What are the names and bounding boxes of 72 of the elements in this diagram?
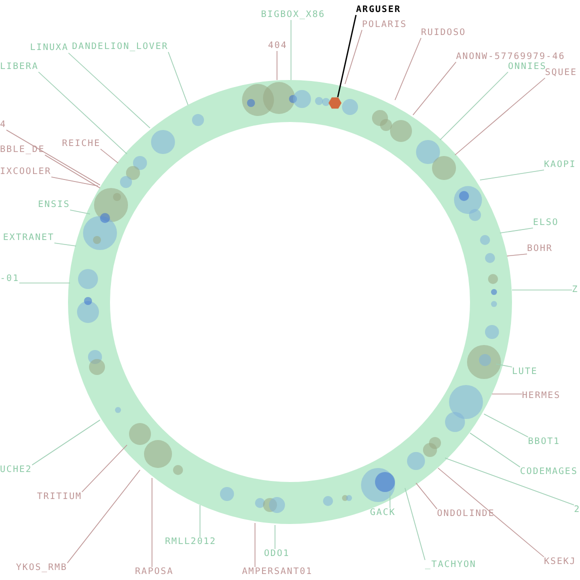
leader-line	[66, 470, 140, 564]
leader-line	[276, 50, 278, 80]
user-label: ONDOLINDE	[437, 509, 495, 519]
leader-line	[470, 432, 520, 468]
user-label: BBOT1	[528, 437, 560, 447]
leader-line	[54, 242, 76, 246]
user-label: ELSO	[533, 218, 559, 228]
user-label: HERMES	[522, 391, 561, 401]
user-label: DANDELION_LOVER	[72, 42, 168, 52]
leader-line	[454, 78, 546, 156]
leader-line	[254, 522, 256, 568]
user-label: GACK	[370, 508, 396, 518]
user-label: RUIDOSO	[421, 28, 466, 38]
leader-line	[484, 414, 528, 438]
leader-line	[438, 468, 544, 558]
leader-line	[394, 38, 422, 100]
user-label: KAOPI	[544, 160, 576, 170]
user-label: AMPERSANT01	[242, 567, 313, 577]
user-label: Z	[572, 285, 578, 295]
user-label: ODO1	[264, 549, 290, 559]
leader-line	[100, 148, 118, 164]
user-label: ENSIS	[38, 200, 70, 210]
leader-line	[496, 364, 512, 368]
leader-line	[18, 282, 70, 284]
user-label: LIBERA	[0, 62, 39, 72]
leader-line	[440, 72, 508, 140]
leader-line	[274, 524, 276, 550]
leader-line	[416, 482, 438, 510]
leader-line	[290, 20, 292, 80]
leader-line	[50, 176, 98, 186]
user-label: ANONW-57769979-46	[456, 52, 566, 62]
user-label: RAPOSA	[135, 567, 174, 577]
user-label: REICHE	[62, 139, 101, 149]
user-label: BOHR	[527, 244, 553, 254]
user-label: IXCOOLER	[0, 167, 52, 177]
user-label: RMLL2012	[165, 537, 216, 547]
leader-line	[404, 488, 426, 560]
user-label: YKOS_RMB	[16, 563, 68, 573]
leader-line	[337, 14, 357, 98]
user-label: CODEMAGES	[520, 467, 578, 477]
user-label: -01	[0, 274, 20, 284]
leader-line	[6, 130, 100, 186]
leader-line	[500, 228, 534, 234]
user-label: UCHE2	[0, 465, 32, 475]
user-label: BBLE_DE	[0, 145, 45, 155]
leader-line	[480, 170, 544, 180]
leader-line	[168, 52, 188, 106]
leader-line	[32, 420, 100, 466]
leader-line	[82, 444, 128, 492]
user-label: LUTE	[512, 367, 538, 377]
user-label: KSEKJ	[544, 557, 576, 567]
leader-line	[506, 254, 528, 256]
user-label: EXTRANET	[3, 233, 54, 243]
user-label: BIGBOX_X86	[261, 10, 326, 20]
user-label: _TACHYON	[425, 560, 476, 570]
user-label: 2	[574, 505, 580, 515]
user-label: 404	[268, 41, 288, 51]
leader-line	[412, 62, 456, 116]
leader-line	[44, 154, 100, 188]
user-label: 4	[0, 120, 6, 130]
hexagon-marker	[328, 97, 342, 109]
leader-line	[344, 30, 362, 84]
user-label: ONNIES	[508, 62, 547, 72]
user-label: LINUXA	[30, 43, 69, 53]
user-label: SQUEE	[545, 68, 578, 78]
user-label: ARGUSER	[356, 5, 401, 15]
user-label: TRITIUM	[37, 492, 82, 502]
leader-line	[38, 72, 128, 154]
leader-line	[444, 458, 574, 506]
user-label: POLARIS	[362, 20, 407, 30]
leader-line	[70, 210, 90, 214]
leader-line	[68, 52, 150, 128]
